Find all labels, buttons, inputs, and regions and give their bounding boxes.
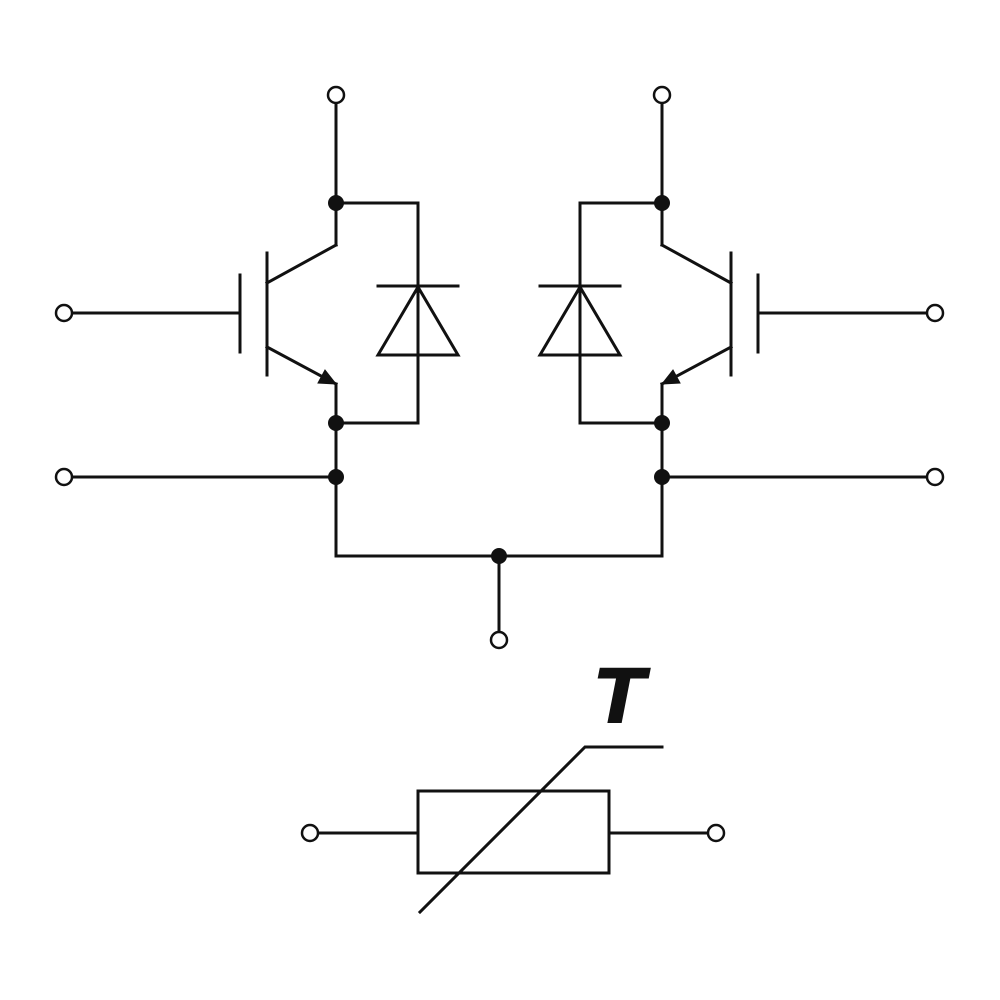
right-diode-triangle (537, 284, 623, 357)
ntc-thermistor: T (316, 652, 710, 915)
left-diode-triangle (375, 284, 461, 357)
thermistor-slash (417, 745, 664, 915)
junction-dot (328, 195, 344, 211)
left-collector-diagonal (264, 242, 339, 286)
junction-dot (654, 469, 670, 485)
thermistor-body (416, 789, 611, 875)
terminal-thermistor-left[interactable] (300, 823, 320, 843)
common-node (334, 554, 664, 634)
terminal-right-aux-emitter[interactable] (925, 467, 945, 487)
terminal-left-collector[interactable] (326, 85, 346, 105)
right-collector-diode-wire (578, 201, 664, 425)
right-emitter-arrow (660, 369, 681, 385)
terminal-common[interactable] (489, 630, 509, 650)
terminal-right-gate[interactable] (925, 303, 945, 323)
right-switch (537, 101, 929, 555)
junction-dot (328, 415, 344, 431)
terminal-left-aux-emitter[interactable] (54, 467, 74, 487)
junction-dot (491, 548, 507, 564)
left-emitter-arrow (317, 369, 338, 385)
terminals (54, 85, 945, 843)
thermistor-label: T (594, 652, 651, 741)
terminal-right-collector[interactable] (652, 85, 672, 105)
terminal-thermistor-right[interactable] (706, 823, 726, 843)
right-collector-diagonal (659, 242, 734, 286)
junction-dot (328, 469, 344, 485)
junction-dot (654, 195, 670, 211)
terminal-left-gate[interactable] (54, 303, 74, 323)
junction-dot (654, 415, 670, 431)
left-collector-diode-wire (334, 201, 420, 425)
junction-dots (328, 195, 670, 564)
left-switch (71, 101, 461, 555)
